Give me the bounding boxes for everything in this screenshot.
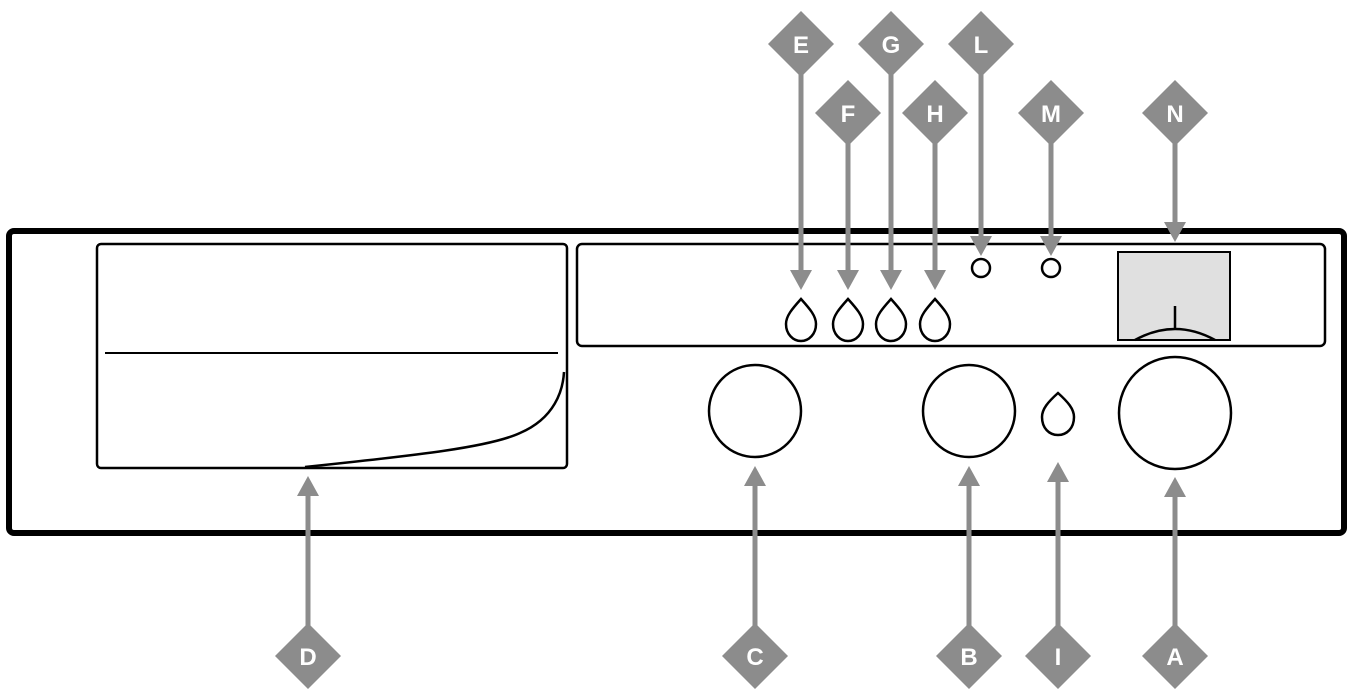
door-curve	[304, 371, 566, 469]
callout-label: N	[1166, 101, 1183, 128]
callout-label: E	[793, 32, 809, 59]
callout-arrowhead	[790, 270, 812, 290]
callout-l: L	[948, 11, 1014, 256]
callout-arrowhead	[1164, 477, 1186, 497]
callout-diamond	[815, 80, 881, 146]
callout-h: H	[902, 80, 968, 290]
callout-n: N	[1142, 80, 1208, 242]
callout-arrowhead	[297, 476, 319, 496]
display-dial-arc	[1134, 327, 1216, 342]
knob-c	[707, 363, 803, 459]
callout-diamond	[936, 623, 1002, 689]
callout-arrowhead	[1047, 462, 1069, 482]
callout-f: F	[815, 80, 881, 290]
callout-label: I	[1055, 644, 1062, 671]
callout-diamond	[768, 11, 834, 77]
callout-d: D	[275, 476, 341, 689]
indicator-lamp-f	[831, 297, 865, 343]
callout-label: F	[841, 101, 856, 128]
indicator-lamp-e	[784, 297, 818, 343]
callout-diamond	[948, 11, 1014, 77]
callout-label: A	[1166, 644, 1183, 671]
button-i	[1040, 391, 1076, 437]
callout-arrowhead	[970, 236, 992, 256]
callout-g: G	[858, 11, 924, 290]
callout-diamond	[1025, 623, 1091, 689]
callout-arrowhead	[1164, 222, 1186, 242]
callout-i: I	[1025, 462, 1091, 689]
indicator-light-l	[970, 257, 992, 279]
callout-e: E	[768, 11, 834, 290]
callout-diamond	[275, 623, 341, 689]
callout-arrowhead	[880, 270, 902, 290]
callout-label: L	[974, 32, 989, 59]
callout-m: M	[1018, 80, 1084, 256]
callout-arrowhead	[924, 270, 946, 290]
callout-c: C	[722, 466, 788, 689]
callout-arrowhead	[837, 270, 859, 290]
callout-label: D	[299, 644, 316, 671]
callout-label: G	[882, 32, 901, 59]
callout-diamond	[1142, 623, 1208, 689]
appliance-panel	[6, 228, 1347, 536]
callout-layer: E F G H L M N D C B I A	[275, 11, 1208, 689]
callout-diamond	[1018, 80, 1084, 146]
callout-diamond	[722, 623, 788, 689]
callout-arrowhead	[744, 466, 766, 486]
knob-a	[1117, 355, 1233, 471]
callout-arrowhead	[1040, 236, 1062, 256]
callout-label: B	[960, 644, 977, 671]
callout-b: B	[936, 466, 1002, 689]
callout-diamond	[902, 80, 968, 146]
callout-label: M	[1041, 101, 1061, 128]
knob-b	[921, 363, 1017, 459]
door-handle-d	[95, 242, 569, 470]
indicator-light-m	[1040, 257, 1062, 279]
callout-a: A	[1142, 477, 1208, 689]
indicator-lamp-g	[874, 297, 908, 343]
callout-label: H	[926, 101, 943, 128]
callout-diamond	[1142, 80, 1208, 146]
callout-arrowhead	[958, 466, 980, 486]
callout-label: C	[746, 644, 763, 671]
control-strip	[575, 242, 1327, 348]
callout-diamond	[858, 11, 924, 77]
indicator-lamp-h	[918, 297, 952, 343]
